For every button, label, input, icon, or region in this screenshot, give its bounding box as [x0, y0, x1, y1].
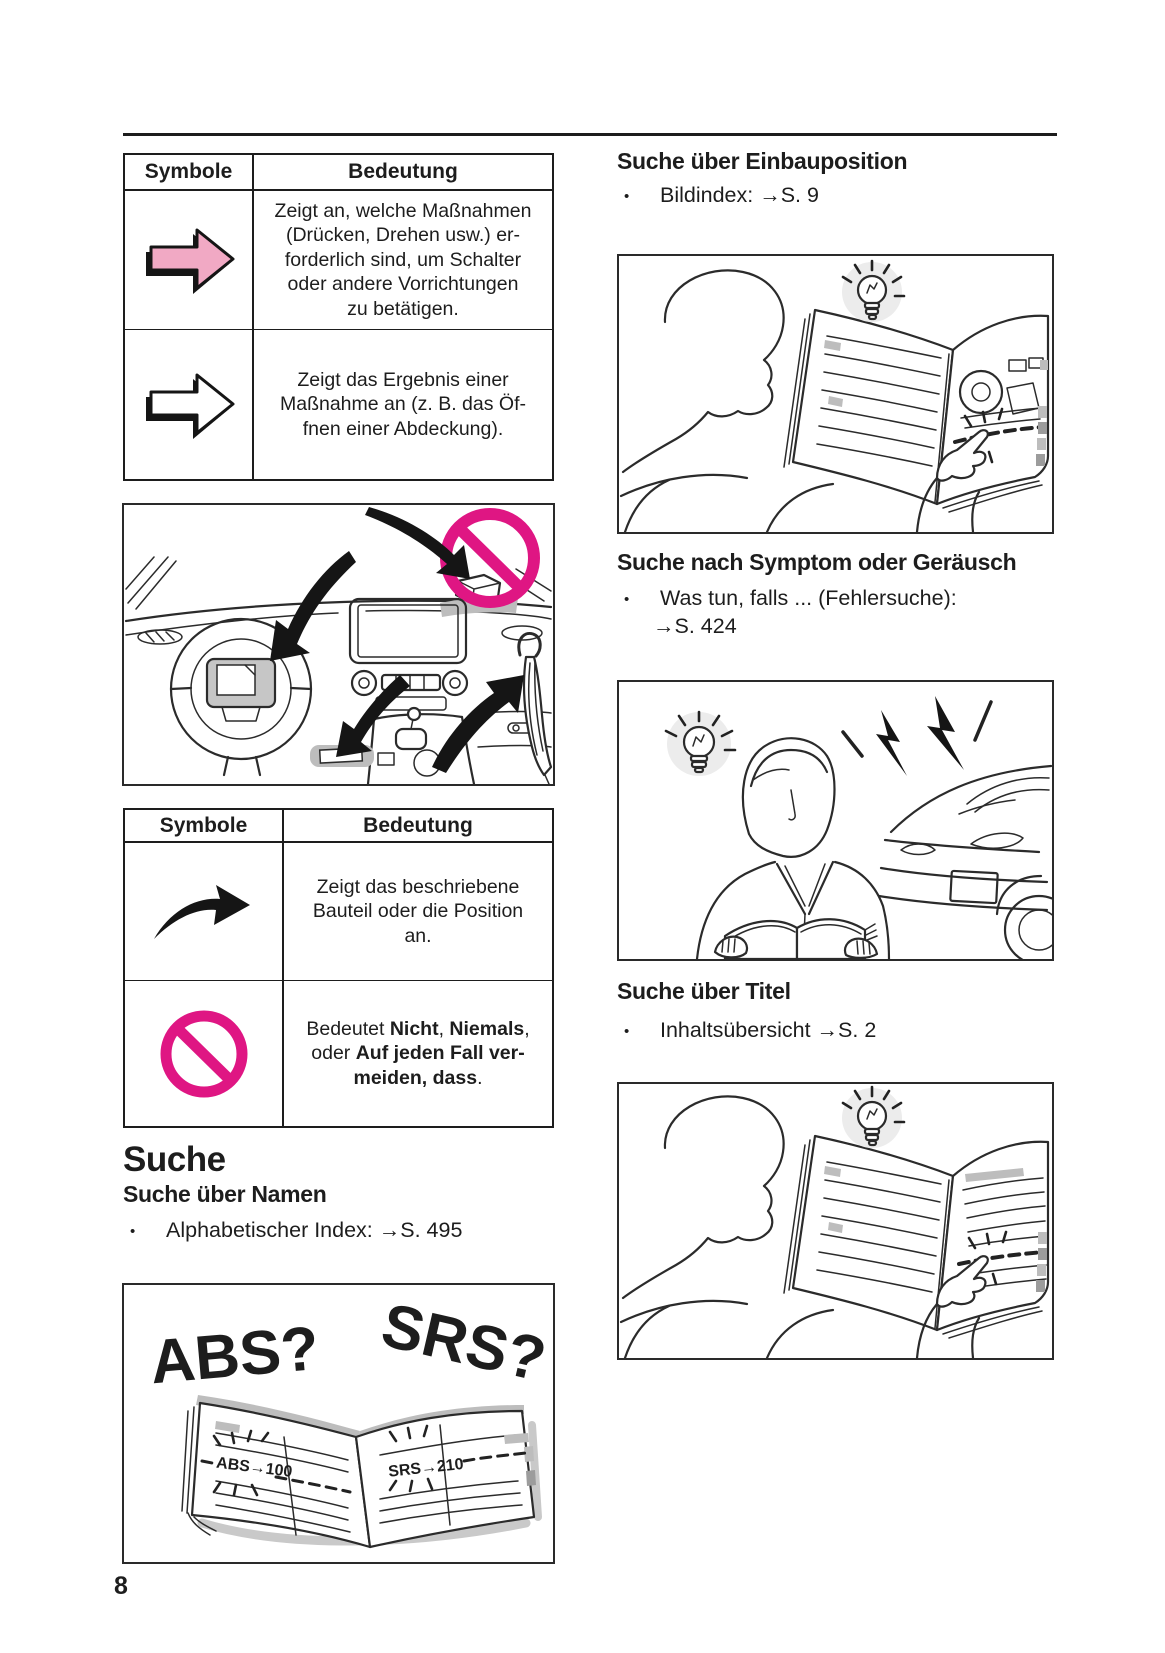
table-header-meaning: Bedeutung	[252, 155, 552, 191]
white-block-arrow-icon	[145, 373, 234, 439]
abs-srs-index-illustration: ABS→100 SRS→210 ABS? SRS?	[122, 1283, 555, 1564]
list-item: • Bildindex: →S. 9	[617, 183, 1050, 211]
book-lightbulb-text-illustration	[617, 1082, 1054, 1360]
bullet-icon: •	[624, 1023, 630, 1040]
srs-question-text: SRS?	[375, 1291, 552, 1395]
table-header-symbol: Symbole	[125, 810, 282, 843]
book-lightbulb-dashboard-illustration	[617, 254, 1054, 534]
symbol-meaning-table-bottom: Symbole Bedeutung Zeigt das beschriebene…	[123, 808, 554, 1128]
subsection-by-name: Suche über Namen	[123, 1181, 327, 1207]
umbrella	[517, 631, 553, 784]
bullet-icon: •	[130, 1223, 136, 1240]
car	[877, 764, 1052, 959]
book-left-page	[791, 308, 955, 506]
table-header-symbol: Symbole	[125, 155, 252, 191]
pointer-arrow-icon	[432, 675, 524, 773]
table-row	[125, 980, 282, 1126]
pointing-hand	[915, 429, 989, 532]
list-item: • Was tun, falls ... (Fehlersuche):	[617, 586, 1050, 614]
highlighted-row	[957, 1250, 1047, 1266]
bullet-icon: •	[624, 591, 630, 608]
table-cell-meaning: Bedeutet Nicht, Niemals, oder Auf jeden …	[282, 980, 552, 1126]
steering-wheel	[169, 617, 313, 777]
lightbulb-icon	[664, 710, 737, 776]
noise-bolts-icon	[841, 696, 993, 776]
page-number: 8	[114, 1572, 128, 1600]
pointing-hand	[915, 1255, 989, 1358]
section-title: Suche	[123, 1140, 226, 1179]
lightbulb-icon	[841, 1085, 906, 1148]
open-book	[713, 918, 879, 959]
symbol-meaning-table-top: Symbole Bedeutung Zeigt an, welche Maßna…	[123, 153, 554, 481]
pointer-arrow-icon	[365, 507, 470, 579]
table-row	[125, 329, 252, 479]
top-rule	[123, 133, 1057, 136]
table-row	[125, 843, 282, 980]
table-cell-meaning: Zeigt an, welche Maßnahmen (Drücken, Dre…	[252, 191, 552, 329]
highlighted-row	[953, 425, 1045, 444]
pink-block-arrow-icon	[145, 228, 234, 294]
prohibition-icon	[160, 1010, 247, 1097]
table-row	[125, 191, 252, 329]
table-cell-meaning: Zeigt das Ergebnis einer Maßnahme an (z.…	[252, 329, 552, 479]
book-left-page	[791, 1134, 955, 1332]
abs-question-text: ABS?	[147, 1314, 321, 1397]
dashboard-prohibition-illustration	[122, 503, 555, 786]
pointer-arrow-icon	[336, 675, 410, 757]
symptom-noise-illustration	[617, 680, 1054, 961]
subsection-by-symptom: Suche nach Symptom oder Geräusch	[617, 549, 1017, 575]
list-item-continuation: →S. 424	[653, 614, 737, 638]
person	[695, 737, 891, 959]
bullet-icon: •	[624, 188, 630, 205]
subsection-by-title: Suche über Titel	[617, 978, 791, 1004]
pointer-arrow-icon	[270, 551, 356, 661]
list-item: • Inhaltsübersicht →S. 2	[617, 1018, 1050, 1046]
table-header-meaning: Bedeutung	[282, 810, 552, 843]
list-item: • Alphabetischer Index: →S. 495	[123, 1218, 553, 1246]
black-curved-arrow-icon	[153, 884, 250, 939]
subsection-by-position: Suche über Einbauposition	[617, 148, 908, 174]
table-cell-meaning: Zeigt das beschriebene Bauteil oder die …	[282, 843, 552, 980]
lightbulb-icon	[841, 259, 906, 322]
